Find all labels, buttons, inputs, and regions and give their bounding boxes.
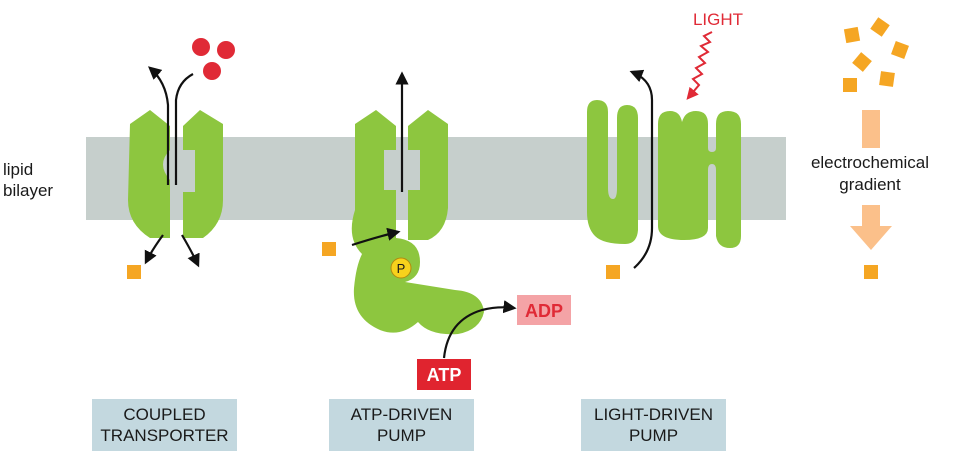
phosphate-label: P xyxy=(397,261,406,276)
solute-square xyxy=(891,41,909,59)
light-wave-arrow xyxy=(686,31,713,100)
caption-line: PUMP xyxy=(628,426,679,445)
solute-exit-arrow xyxy=(181,234,200,268)
caption-atp-driven-pump: ATP-DRIVEN PUMP xyxy=(329,399,474,451)
caption-line: COUPLED xyxy=(123,405,206,424)
light-driven-pump: LIGHT xyxy=(587,10,743,279)
pump-entry-arrow xyxy=(351,227,401,247)
gradient-arrow-top xyxy=(862,110,880,148)
atp-hydrolysis-arrow xyxy=(442,300,517,359)
caption-coupled-transporter: COUPLED TRANSPORTER xyxy=(92,399,237,451)
atp-driven-pump: P ADP ATP xyxy=(322,71,571,390)
phosphate-icon xyxy=(390,257,412,279)
gradient-arrow-head xyxy=(850,205,892,250)
coupled-transporter-left-half xyxy=(128,110,170,238)
caption-line: PUMP xyxy=(376,426,427,445)
atp-pump-right-half xyxy=(408,110,448,240)
caption-line: TRANSPORTER xyxy=(100,426,229,445)
lipid-bilayer-label: lipid bilayer xyxy=(3,159,53,201)
caption-line: LIGHT-DRIVEN xyxy=(593,405,714,424)
caption-light-driven-pump: LIGHT-DRIVEN PUMP xyxy=(581,399,726,451)
solute-square xyxy=(864,265,878,279)
solute-square xyxy=(843,26,861,44)
gradient-label-line1: electrochemical xyxy=(811,153,929,172)
electrochemical-gradient: electrochemical gradient xyxy=(811,17,929,279)
adp-label: ADP xyxy=(525,301,563,321)
ion-particle xyxy=(217,41,235,59)
atp-box xyxy=(417,359,471,390)
coupled-transporter xyxy=(127,38,235,279)
atp-pump-body xyxy=(351,110,484,335)
ion-path-line xyxy=(174,73,194,185)
solute-square xyxy=(852,52,872,72)
coupled-transporter-right-half xyxy=(183,110,223,238)
solute-square xyxy=(870,17,890,37)
bilayer-label: bilayer xyxy=(3,181,54,200)
light-pump-body xyxy=(587,100,638,244)
gradient-label-line2: gradient xyxy=(839,175,901,194)
atp-label: ATP xyxy=(427,365,462,385)
light-pump-body-center xyxy=(658,111,741,248)
light-label: LIGHT xyxy=(693,10,743,29)
solute-square xyxy=(843,78,857,92)
ion-particle xyxy=(203,62,221,80)
solute-square xyxy=(606,265,620,279)
lipid-label: lipid xyxy=(3,160,34,179)
ion-exit-arrow xyxy=(144,234,164,265)
ion-path-arrow xyxy=(148,66,170,185)
adp-box xyxy=(517,295,571,325)
caption-line: ATP-DRIVEN xyxy=(350,405,453,424)
ion-particle xyxy=(192,38,210,56)
solute-square xyxy=(127,265,141,279)
light-pump-arrow xyxy=(629,69,654,269)
solute-square xyxy=(879,71,895,87)
solute-square xyxy=(322,242,336,256)
